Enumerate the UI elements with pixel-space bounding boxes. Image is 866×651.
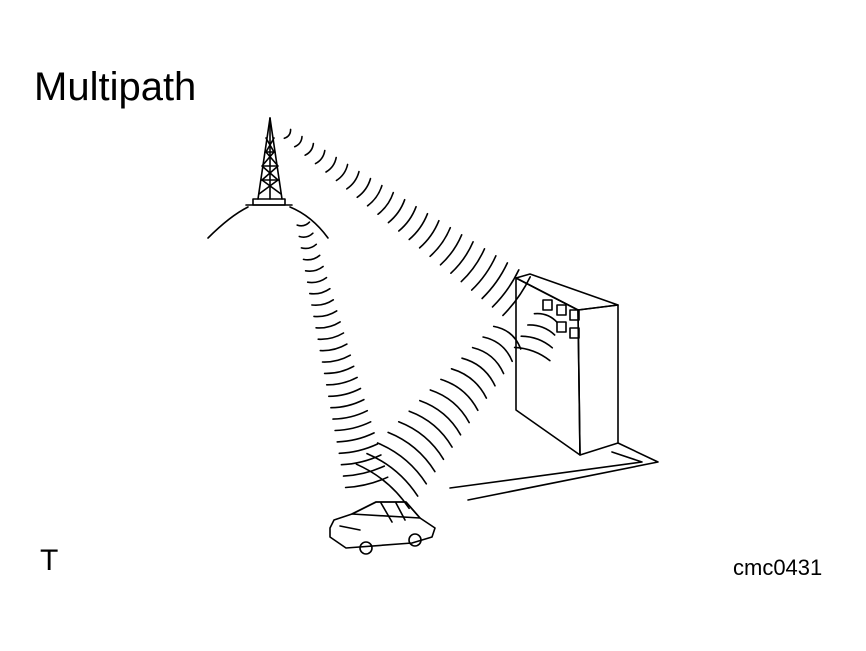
- wave-arc: [451, 242, 473, 273]
- wave-arc: [339, 444, 377, 453]
- wave-arc: [420, 401, 461, 435]
- wave-arc: [441, 379, 478, 410]
- wave-arc: [305, 144, 313, 156]
- wave-arc: [409, 411, 452, 447]
- tower-icon: [208, 118, 328, 238]
- wave-arc: [483, 337, 512, 361]
- wave-arc: [284, 129, 290, 138]
- wave-arc: [388, 200, 404, 223]
- wave-arc: [378, 443, 427, 484]
- wave-arc: [473, 348, 504, 374]
- wave-arc: [333, 411, 367, 419]
- wave-arc: [318, 333, 343, 339]
- figure-code: cmc0431: [733, 555, 823, 580]
- wave-arc: [430, 390, 469, 423]
- car-icon: [330, 502, 435, 554]
- wave-arc: [308, 278, 327, 283]
- wave-arc: [316, 322, 340, 328]
- wave-arc: [534, 314, 557, 323]
- wave-arc: [314, 311, 337, 317]
- wave-arc: [344, 466, 385, 476]
- wave-arc: [295, 137, 302, 147]
- building-icon: [450, 274, 658, 500]
- wave-arc: [327, 377, 357, 384]
- wave-arc: [461, 249, 484, 282]
- wave-arc: [378, 193, 393, 215]
- wave-arc: [326, 158, 336, 173]
- wave-arc: [337, 433, 374, 442]
- wave-arc: [462, 358, 495, 386]
- wave-arc: [346, 477, 388, 487]
- wave-arc: [441, 235, 462, 265]
- wave-arc: [335, 422, 371, 431]
- wave-arc: [304, 255, 320, 259]
- wave-arc: [420, 221, 439, 248]
- wave-arc: [331, 400, 364, 408]
- wave-arc: [399, 207, 416, 231]
- wave-arc: [503, 277, 530, 316]
- wave-arc: [320, 344, 347, 351]
- wave-arc: [472, 256, 496, 290]
- wave-arc: [329, 389, 361, 397]
- wave-arc: [347, 172, 359, 189]
- signal-waves-at-building: [515, 314, 558, 361]
- wave-arc: [493, 270, 519, 307]
- wave-arc: [299, 233, 313, 237]
- reflected-signal-waves: [356, 326, 520, 508]
- wave-arc: [521, 336, 552, 348]
- wave-arc: [528, 325, 555, 335]
- wave-arc: [341, 455, 381, 465]
- wave-arc: [325, 366, 354, 373]
- wave-arc: [297, 222, 309, 226]
- wave-arc: [306, 267, 324, 272]
- signal-waves-to-car: [297, 222, 388, 487]
- corner-mark: T: [40, 544, 59, 577]
- wave-arc: [356, 464, 409, 508]
- wave-arc: [310, 289, 330, 294]
- wave-arc: [409, 214, 427, 240]
- wave-arc: [452, 369, 487, 398]
- wave-arc: [482, 263, 507, 299]
- wave-arc: [399, 422, 444, 460]
- wave-arc: [301, 244, 316, 248]
- wave-arc: [336, 165, 347, 181]
- wave-arc: [323, 355, 351, 362]
- signal-waves-to-building: [284, 129, 530, 315]
- wave-arc: [357, 179, 370, 198]
- wave-arc: [316, 151, 325, 164]
- wave-arc: [430, 228, 450, 257]
- wave-arc: [388, 432, 435, 471]
- wave-arc: [515, 347, 550, 360]
- figure-title: Multipath: [34, 65, 197, 109]
- wave-arc: [368, 186, 382, 206]
- wave-arc: [312, 300, 333, 305]
- wave-arc: [367, 454, 418, 497]
- wave-arc: [494, 326, 521, 349]
